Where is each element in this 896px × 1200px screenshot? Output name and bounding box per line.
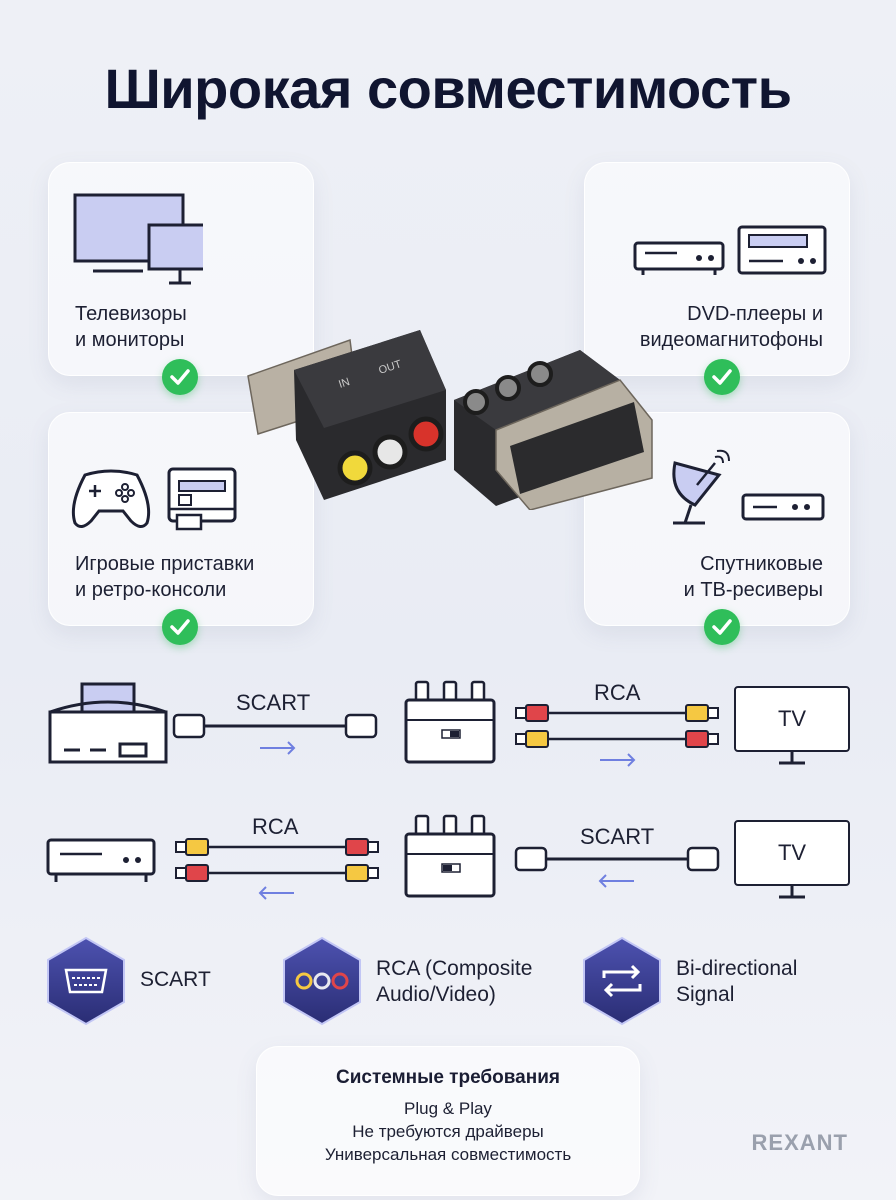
arrow-left-icon [598, 874, 634, 888]
check-icon [704, 359, 740, 395]
card-line-2: и ТВ-ресиверы [683, 579, 823, 601]
feature-line-1: RCA (Composite [376, 957, 533, 980]
requirement-item: Не требуются драйверы [352, 1122, 544, 1141]
feature-scart-label: SCART [140, 968, 211, 991]
scart-cable-icon [172, 713, 378, 739]
requirement-item: Plug & Play [404, 1099, 492, 1118]
card-line-2: и мониторы [75, 329, 185, 351]
cable-label-scart: SCART [236, 690, 311, 715]
adapter-outline-icon [404, 814, 496, 898]
feature-rca-label: RCA (Composite Audio/Video) [376, 956, 532, 1008]
card-line-1: Игровые приставки [75, 553, 255, 575]
card-line-2: и ретро-консоли [75, 579, 227, 601]
cable-label-scart: SCART [580, 824, 655, 849]
tv-label: TV [777, 706, 807, 731]
card-satellite-receivers: Спутниковые и ТВ-ресиверы [584, 412, 850, 626]
tv-stand-icon [779, 752, 805, 765]
card-line-1: Спутниковые [700, 553, 823, 575]
feature-line-2: Audio/Video) [376, 983, 496, 1006]
feature-line-2: Signal [676, 983, 735, 1006]
switch-label-in: IN [337, 376, 351, 391]
rca-cable-icon [175, 838, 379, 882]
cable-label-rca: RCA [594, 680, 641, 705]
requirement-item: Универсальная совместимость [324, 1145, 572, 1164]
brand-logo: REXANT [751, 1130, 848, 1155]
card-line-1: DVD-плееры и [687, 303, 823, 325]
card-line-1: Телевизоры [75, 303, 187, 325]
tv-stand-icon [779, 886, 805, 899]
cable-label-rca: RCA [252, 814, 299, 839]
tv-icon: TV [734, 820, 850, 886]
satellite-receiver-icon [672, 449, 825, 525]
card-game-consoles: Игровые приставки и ретро-консоли [48, 412, 314, 626]
feature-line-1: Bi-directional [676, 957, 798, 980]
bidirectional-icon [583, 936, 661, 1026]
dvd-vcr-icon [633, 225, 827, 275]
requirements-title: Системные требования [335, 1067, 560, 1088]
arrow-left-icon [258, 886, 294, 900]
tv-label: TV [777, 840, 807, 865]
scart-adapter-image: IN OUT [247, 330, 653, 510]
retro-console-icon [48, 682, 168, 764]
system-requirements-card: Системные требования Plug & Play Не треб… [256, 1046, 640, 1196]
scart-cable-icon [514, 846, 720, 872]
feature-bidirectional-label: Bi-directional Signal [676, 956, 797, 1008]
adapter-outline-icon [404, 680, 496, 764]
check-icon [704, 609, 740, 645]
scart-icon [47, 936, 125, 1026]
check-icon [162, 359, 198, 395]
arrow-right-icon [600, 753, 636, 767]
page-title: Широкая совместимость [104, 57, 792, 120]
gamepad-console-icon [71, 467, 237, 531]
rca-cable-icon [515, 704, 719, 748]
card-line-2: видеомагнитофоны [639, 329, 823, 351]
dvd-player-icon [46, 838, 156, 882]
rca-icon [283, 936, 361, 1026]
tv-icon: TV [734, 686, 850, 752]
check-icon [162, 609, 198, 645]
arrow-right-icon [260, 741, 296, 755]
card-tv-monitors: Телевизоры и мониторы [48, 162, 314, 376]
tv-monitor-icon [73, 193, 203, 285]
